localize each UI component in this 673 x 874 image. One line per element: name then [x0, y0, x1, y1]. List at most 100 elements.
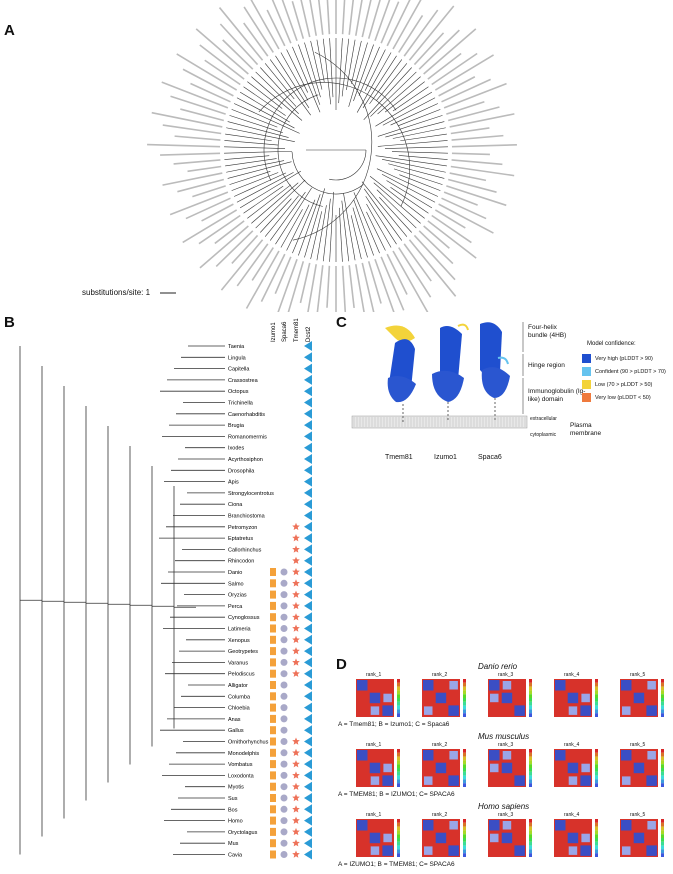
tmem81-mark	[292, 624, 300, 632]
matrix-caption: A = TMEM81; B = IZUMO1; C= SPACA6	[338, 791, 455, 798]
presence-matrix	[270, 341, 312, 860]
tmem81-mark	[292, 601, 300, 610]
izumo1-mark	[270, 805, 276, 814]
taxon-label: Cavia	[228, 853, 243, 859]
legend-label: Confident (90 > pLDDT > 70)	[595, 368, 666, 375]
tmem81-mark	[292, 658, 300, 666]
pae-heatmap	[620, 749, 664, 787]
legend-swatch	[582, 367, 591, 376]
panel-c-structures	[351, 322, 528, 429]
rank-label: rank_4	[564, 742, 580, 748]
label-izumo1: Izumo1	[434, 454, 457, 461]
taxon-label: Bos	[228, 807, 238, 813]
izumo1-mark	[270, 794, 276, 802]
taxon-label: Perca	[228, 604, 243, 610]
tmem81-mark	[292, 816, 300, 824]
rank-label: rank_3	[498, 672, 514, 678]
panel-d-letter: D	[336, 656, 347, 673]
taxon-label: Taenia	[228, 344, 245, 350]
dcst2-mark	[304, 781, 312, 792]
taxon-label: Myotis	[228, 785, 244, 791]
taxon-label: Cynoglossus	[228, 615, 260, 621]
dcst2-mark	[304, 499, 312, 510]
spaca6-mark	[280, 658, 288, 666]
tmem81-mark	[292, 771, 300, 779]
dcst2-mark	[304, 634, 312, 645]
taxon-label: Latimeria	[228, 627, 252, 633]
pae-heatmap	[356, 749, 400, 787]
panel-b-phylogeny: TaeniaLingulaCapitellaCrassostreaOctopus…	[19, 318, 312, 860]
spaca6-mark	[280, 839, 288, 847]
panel-a-circular-tree	[147, 0, 517, 312]
tmem81-mark	[292, 805, 300, 813]
legend-item: Very low (pLDDT < 50)	[582, 391, 672, 404]
confidence-legend-title: Model confidence:	[587, 341, 636, 347]
dcst2-mark	[304, 420, 312, 431]
dcst2-mark	[304, 725, 312, 736]
taxon-label: Caenorhabditis	[228, 412, 265, 418]
tmem81-mark	[292, 647, 300, 655]
spaca6-mark	[280, 817, 288, 825]
taxon-label: Vombatus	[228, 762, 253, 768]
pae-heatmap	[422, 679, 466, 717]
dcst2-mark	[304, 567, 312, 577]
spaca6-mark	[280, 726, 288, 734]
spaca6-mark	[280, 602, 288, 610]
taxon-label: Branchiostoma	[228, 514, 266, 520]
label-hinge-region: Hinge region	[528, 362, 565, 369]
rank-label: rank_3	[498, 742, 514, 748]
legend-item: Very high (pLDDT > 90)	[582, 352, 672, 365]
rank-label: rank_5	[630, 672, 646, 678]
spaca6-mark	[280, 749, 288, 757]
pae-heatmap	[422, 819, 466, 857]
taxon-label: Octopus	[228, 389, 249, 395]
spaca6-mark	[280, 692, 288, 700]
taxon-label: Danio	[228, 570, 242, 576]
tmem81-mark	[292, 522, 300, 531]
tmem81-mark	[292, 760, 300, 768]
tmem81-mark	[292, 590, 300, 598]
structure-tmem81	[385, 325, 416, 422]
tmem81-mark	[292, 556, 300, 564]
taxon-label: Ciona	[228, 502, 243, 508]
tmem81-mark	[292, 794, 300, 802]
taxon-label: Homo	[228, 819, 243, 825]
tree-branches	[224, 38, 448, 262]
dcst2-mark	[304, 521, 312, 532]
tmem81-mark	[292, 850, 300, 858]
legend-label: Very high (pLDDT > 90)	[595, 355, 653, 362]
label-tmem81: Tmem81	[385, 454, 413, 461]
izumo1-mark	[270, 737, 276, 746]
izumo1-mark	[270, 748, 276, 757]
izumo1-mark	[270, 681, 276, 689]
rank-label: rank_1	[366, 812, 382, 818]
taxon-label: Drosophila	[228, 468, 255, 474]
column-header: Izumo1	[271, 322, 277, 342]
izumo1-mark	[270, 827, 276, 836]
izumo1-mark	[270, 579, 276, 588]
taxon-label: Xenopus	[228, 638, 250, 644]
rank-label: rank_3	[498, 812, 514, 818]
legend-swatch	[582, 393, 591, 402]
dcst2-mark	[304, 578, 312, 589]
label-ig-domain: Immunoglobulin (Ig-like) domain	[528, 388, 586, 403]
tmem81-mark	[292, 748, 300, 757]
taxon-label: Sus	[228, 796, 238, 802]
dcst2-mark	[304, 691, 312, 702]
spaca6-mark	[280, 625, 288, 632]
spaca6-mark	[280, 805, 288, 813]
dcst2-mark	[304, 838, 312, 849]
spaca6-mark	[280, 568, 288, 576]
taxon-label: Romanomermis	[228, 434, 267, 440]
spaca6-mark	[280, 636, 288, 644]
taxon-label: Pelodiscus	[228, 672, 255, 678]
tmem81-mark	[292, 534, 300, 542]
structure-spaca6	[480, 322, 510, 422]
legend-swatch	[582, 380, 591, 389]
izumo1-mark	[270, 703, 276, 712]
spaca6-mark	[280, 771, 288, 779]
rank-label: rank_1	[366, 742, 382, 748]
taxa-labels: TaeniaLingulaCapitellaCrassostreaOctopus…	[228, 344, 274, 859]
label-spaca6: Spaca6	[478, 454, 502, 461]
